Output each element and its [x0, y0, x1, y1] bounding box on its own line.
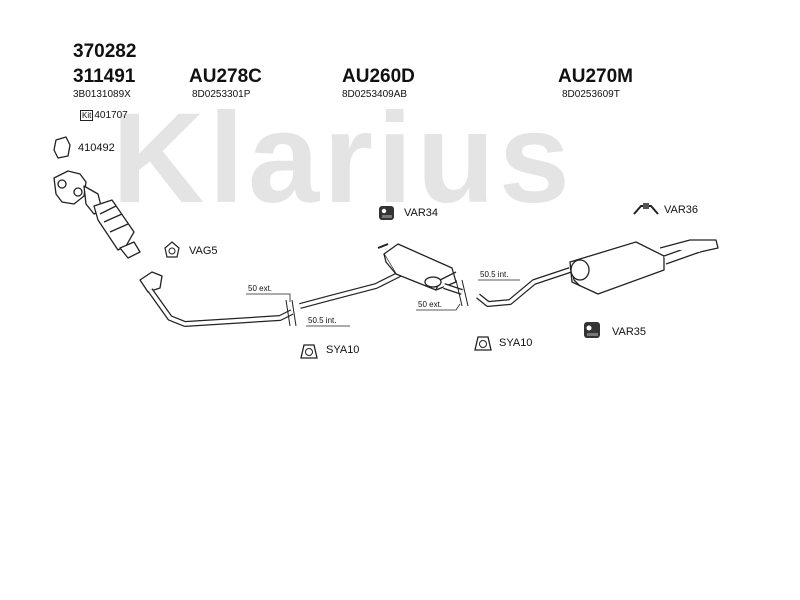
label-vag5: VAG5	[189, 245, 218, 257]
dimension-50-ext-right: 50 ext.	[418, 300, 443, 309]
part-code-311491: 311491	[73, 66, 136, 87]
label-sya10-right: SYA10	[499, 337, 533, 349]
hanger-var34-icon	[379, 206, 394, 220]
label-var36: VAR36	[664, 204, 699, 216]
hanger-var36-icon	[633, 203, 659, 215]
rubber-mount-sya10-right-icon	[474, 336, 492, 351]
dimension-50-ext-left: 50 ext.	[248, 284, 273, 293]
centre-silencer-au260d-part	[299, 243, 463, 309]
label-var34: VAR34	[404, 207, 439, 219]
label-sya10-left: SYA10	[326, 344, 360, 356]
oem-number-au278c: 8D0253301P	[192, 89, 251, 100]
front-pipe-au278c-part	[139, 271, 294, 327]
oem-number-au260d: 8D0253409AB	[342, 89, 408, 100]
part-code-au270m: AU270M	[558, 66, 633, 87]
oem-number-au270m: 8D0253609T	[562, 89, 620, 100]
dimension-50-5-int-right: 50.5 int.	[480, 270, 509, 279]
kit-label: Kit 401707	[80, 110, 128, 121]
kit-tag: Kit	[80, 110, 94, 121]
clamp-vag5-icon	[164, 241, 180, 258]
part-code-au260d: AU260D	[342, 66, 415, 87]
gasket-410492-part	[53, 136, 71, 159]
label-410492: 410492	[78, 142, 115, 154]
rear-silencer-au270m-part	[476, 239, 719, 307]
hanger-var35-icon	[584, 322, 600, 338]
catalytic-converter-part	[53, 170, 141, 259]
kit-number: 401707	[94, 109, 128, 121]
dimension-50-5-int-left: 50.5 int.	[308, 316, 337, 325]
rubber-mount-sya10-left-icon	[300, 344, 318, 359]
label-var35: VAR35	[612, 326, 647, 338]
oem-number-catalyst: 3B0131089X	[73, 89, 131, 100]
part-code-au278c: AU278C	[189, 66, 262, 87]
brand-watermark: Klarius	[112, 87, 574, 230]
part-code-370282: 370282	[73, 41, 137, 62]
